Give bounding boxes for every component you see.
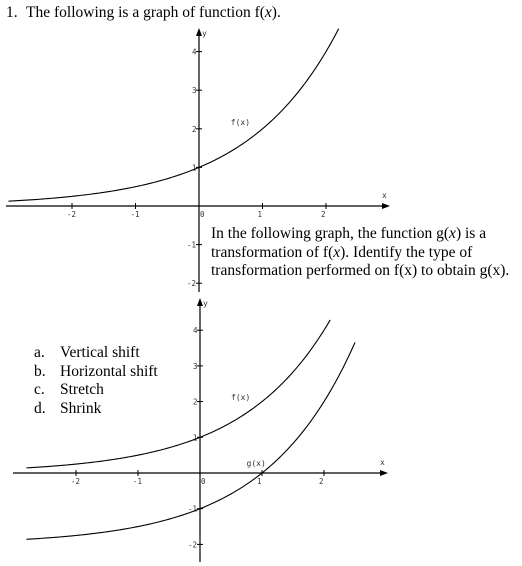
curve-label: g(x) (247, 459, 266, 468)
x-tick-label: 1 (258, 210, 263, 219)
x-tick-label: 0 (200, 210, 205, 219)
y-axis-label: y (202, 29, 207, 38)
y-tick-label: -1 (188, 505, 197, 514)
prompt-line-2: transformation of f(x). Identify the typ… (211, 243, 473, 261)
option-letter: d. (34, 399, 46, 417)
prompt-line-3: transformation performed on f(x) to obta… (211, 262, 510, 279)
option-a[interactable]: a. Vertical shift (34, 344, 158, 363)
x-tick-label: 2 (321, 210, 326, 219)
option-text: Stretch (60, 381, 104, 399)
graph-2: x y -2 -1 0 1 2 -2 -1 1 2 3 4 f(x) g(x) (13, 298, 388, 562)
answer-options: a. Vertical shift b. Horizontal shift c.… (34, 344, 158, 418)
x-axis-label: x (382, 191, 387, 200)
y-tick-label: 1 (192, 163, 197, 172)
y-tick-label: 3 (192, 86, 197, 95)
y-tick-label: 3 (193, 362, 198, 371)
y-tick-label: -2 (187, 279, 196, 288)
question-number: 1. (6, 4, 18, 21)
curve-label: f(x) (231, 393, 250, 402)
graph-1: x y -2 -1 0 1 2 -2 -1 1 2 3 4 f(x) (6, 28, 390, 292)
option-d[interactable]: d. Shrink (34, 400, 158, 419)
option-text: Shrink (60, 399, 102, 417)
x-tick-label: -1 (133, 477, 142, 486)
y-tick-label: 4 (192, 48, 197, 57)
x-tick-label: -2 (67, 210, 76, 219)
option-text: Horizontal shift (60, 362, 158, 380)
y-tick-label: 2 (193, 398, 198, 407)
x-tick-label: 2 (319, 477, 324, 486)
option-b[interactable]: b. Horizontal shift (34, 363, 158, 382)
option-c[interactable]: c. Stretch (34, 381, 158, 400)
x-tick-label: 0 (201, 477, 206, 486)
y-tick-label: -2 (188, 540, 197, 549)
curve-gx (26, 342, 356, 540)
y-axis-label: y (203, 299, 208, 308)
x-axis-arrow (382, 203, 390, 209)
option-letter: b. (34, 362, 46, 380)
y-tick-label: 1 (193, 433, 198, 442)
x-tick-label: -1 (131, 210, 140, 219)
curve-label: f(x) (231, 118, 250, 127)
option-letter: a. (34, 344, 45, 361)
option-letter: c. (34, 381, 45, 399)
y-axis-arrow (197, 298, 203, 306)
x-tick-label: 1 (257, 477, 262, 486)
transformation-prompt: In the following graph, the function g(x… (211, 225, 509, 281)
x-axis-arrow (380, 470, 388, 476)
x-axis-label: x (380, 458, 385, 467)
curve-fx (26, 319, 331, 469)
option-text: Vertical shift (60, 344, 140, 361)
y-axis-arrow (196, 28, 202, 36)
y-tick-label: 4 (193, 326, 198, 335)
prompt-line-1: In the following graph, the function g(x… (211, 225, 487, 242)
y-tick-label: 2 (192, 125, 197, 134)
curve-fx (8, 28, 340, 202)
question-text: The following is a graph of function f(x… (26, 4, 281, 21)
y-tick-label: -1 (187, 241, 196, 250)
x-tick-label: -2 (71, 477, 80, 486)
